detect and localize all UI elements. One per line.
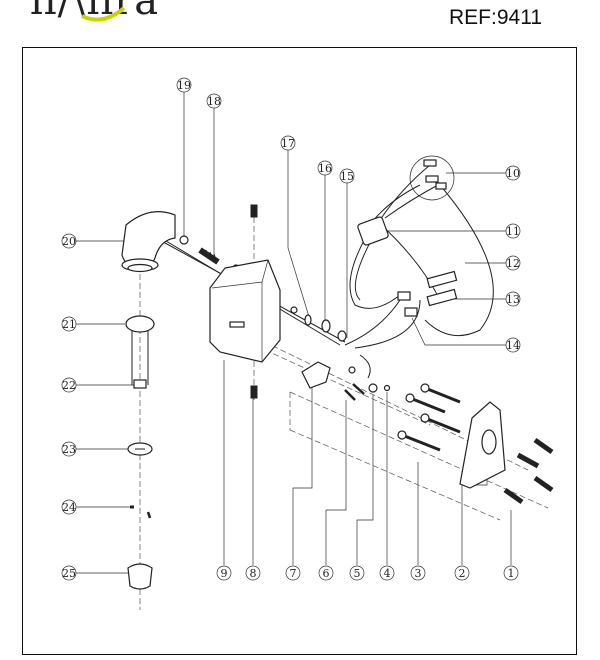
callout-7: 7 <box>285 565 301 581</box>
svg-text:19: 19 <box>177 79 191 92</box>
callout-25: 25 <box>61 565 77 581</box>
svg-text:23: 23 <box>62 443 76 456</box>
callout-23: 23 <box>61 441 77 457</box>
svg-text:2: 2 <box>459 567 466 580</box>
svg-text:3: 3 <box>415 567 422 580</box>
transformer <box>357 216 389 246</box>
svg-text:5: 5 <box>354 567 361 580</box>
callout-18: 18 <box>206 93 222 109</box>
rod-hardware <box>290 306 347 342</box>
logo-swoosh-icon <box>81 6 126 22</box>
callout-3: 3 <box>410 565 426 581</box>
svg-text:25: 25 <box>62 567 76 580</box>
threaded-rod-top <box>250 204 258 218</box>
mounting-clip <box>301 361 331 389</box>
svg-text:18: 18 <box>207 95 221 108</box>
svg-text:6: 6 <box>323 567 330 580</box>
callout-21: 21 <box>61 316 77 332</box>
svg-text:1: 1 <box>508 567 515 580</box>
connector-detail-circle <box>409 155 455 201</box>
callout-20: 20 <box>61 233 77 249</box>
svg-text:15: 15 <box>340 170 354 183</box>
callout-24: 24 <box>61 499 77 515</box>
svg-text:14: 14 <box>506 339 520 352</box>
callout-5: 5 <box>349 565 365 581</box>
svg-text:10: 10 <box>506 167 520 180</box>
callout-6: 6 <box>318 565 334 581</box>
machine-screws <box>344 383 365 401</box>
wall-box <box>209 259 281 363</box>
callout-19: 19 <box>176 77 192 93</box>
callout-9: 9 <box>216 565 232 581</box>
lamp-head <box>121 211 176 273</box>
svg-text:20: 20 <box>62 235 76 248</box>
svg-text:16: 16 <box>318 162 332 175</box>
svg-text:11: 11 <box>506 225 520 238</box>
callout-22: 22 <box>61 377 77 393</box>
svg-text:7: 7 <box>290 567 297 580</box>
callout-1: 1 <box>503 565 519 581</box>
svg-text:22: 22 <box>62 379 76 392</box>
terminal-blocks <box>397 270 458 317</box>
callout-8: 8 <box>245 565 261 581</box>
wood-screws <box>397 383 461 452</box>
svg-text:21: 21 <box>62 318 76 331</box>
washer <box>368 383 378 393</box>
arm-spring <box>179 235 240 272</box>
callout-13: 13 <box>505 291 521 307</box>
callout-17: 17 <box>280 135 296 151</box>
wall-plugs <box>503 437 554 505</box>
svg-text:9: 9 <box>221 567 228 580</box>
callout-15: 15 <box>339 168 355 184</box>
svg-text:12: 12 <box>506 257 520 270</box>
svg-text:24: 24 <box>62 501 76 514</box>
wall-bracket <box>459 401 506 489</box>
callout-2: 2 <box>454 565 470 581</box>
callout-numbers: 19 18 17 16 15 10 11 12 13 14 20 21 22 2… <box>61 77 521 581</box>
diagram-frame <box>22 47 577 655</box>
lamp-holder-assembly <box>125 315 155 590</box>
plug-connectors <box>423 159 447 190</box>
svg-text:17: 17 <box>281 137 295 150</box>
callout-14: 14 <box>505 337 521 353</box>
callout-4: 4 <box>379 565 395 581</box>
small-screw <box>383 384 391 392</box>
callout-11: 11 <box>505 223 521 239</box>
nut <box>348 366 356 374</box>
svg-text:13: 13 <box>506 293 520 306</box>
threaded-rod-bottom <box>250 385 258 399</box>
reference-number: REF:9411 <box>449 6 542 29</box>
callout-16: 16 <box>317 160 333 176</box>
callout-12: 12 <box>505 255 521 271</box>
svg-text:4: 4 <box>384 567 391 580</box>
svg-text:8: 8 <box>250 567 257 580</box>
callout-10: 10 <box>505 165 521 181</box>
